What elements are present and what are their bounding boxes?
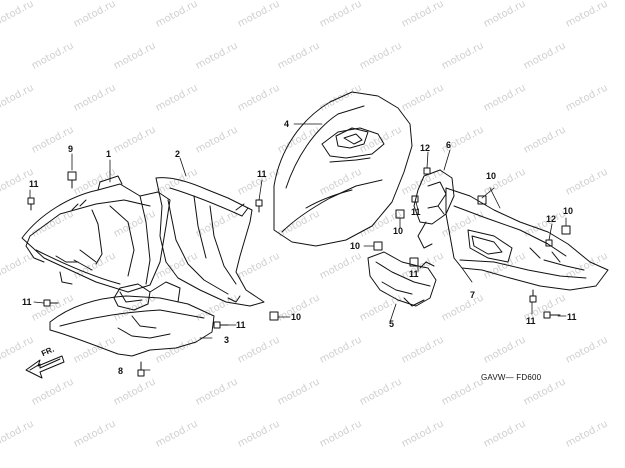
front-direction-arrow-icon — [25, 355, 65, 379]
screw-11-g — [543, 311, 561, 319]
fasteners — [27, 167, 571, 377]
screw-11-a — [27, 197, 35, 211]
screw-12-b — [545, 239, 553, 247]
callout-11-e: 11 — [411, 207, 421, 217]
screw-8 — [137, 361, 145, 377]
screw-11-c — [255, 199, 263, 213]
callout-9: 9 — [68, 144, 74, 154]
side-cover-part-7 — [445, 187, 609, 291]
callout-10-b: 10 — [350, 241, 361, 251]
callout-1: 1 — [106, 149, 112, 159]
callout-2: 2 — [175, 149, 181, 159]
callout-12-a: 12 — [420, 143, 431, 153]
screw-11-d — [213, 321, 229, 329]
clip-10-a — [269, 311, 279, 321]
front-fender-part-3 — [49, 281, 215, 357]
screw-12-a — [423, 167, 431, 175]
callout-11-b: 11 — [22, 297, 32, 307]
bracket-part-6 — [413, 169, 455, 249]
callout-8: 8 — [118, 366, 124, 376]
callout-11-d: 11 — [236, 320, 246, 330]
callout-5: 5 — [389, 319, 395, 329]
callout-10-d: 10 — [486, 171, 497, 181]
clip-10-c — [395, 209, 405, 219]
callout-6: 6 — [446, 140, 452, 150]
callout-10-a: 10 — [291, 312, 302, 322]
inner-fender-part-2 — [155, 177, 265, 307]
leader-lines — [29, 123, 567, 371]
screw-11-e — [411, 195, 419, 203]
callout-11-c: 11 — [257, 169, 267, 179]
screw-9 — [67, 171, 77, 189]
callout-11-f: 11 — [409, 269, 419, 279]
screw-11-f — [529, 289, 537, 303]
callout-3: 3 — [224, 335, 230, 345]
callout-7: 7 — [470, 290, 476, 300]
diagram-code: GAVW— FD600 — [481, 373, 542, 382]
inner-fender-part-1 — [21, 175, 171, 293]
clip-10-e — [561, 225, 571, 235]
screw-11-b — [43, 299, 59, 307]
front-cover-part-4 — [273, 91, 413, 247]
lower-cover-part-5 — [367, 251, 437, 307]
callout-11-a: 11 — [29, 179, 39, 189]
callout-10-e: 10 — [563, 206, 574, 216]
callout-12-b: 12 — [546, 214, 557, 224]
callout-4: 4 — [284, 119, 290, 129]
callout-10-c: 10 — [393, 226, 404, 236]
callout-11-g: 11 — [526, 316, 536, 326]
clip-10-b — [373, 241, 383, 251]
callout-11-h: 11 — [567, 312, 577, 322]
clip-10-f — [477, 195, 487, 205]
